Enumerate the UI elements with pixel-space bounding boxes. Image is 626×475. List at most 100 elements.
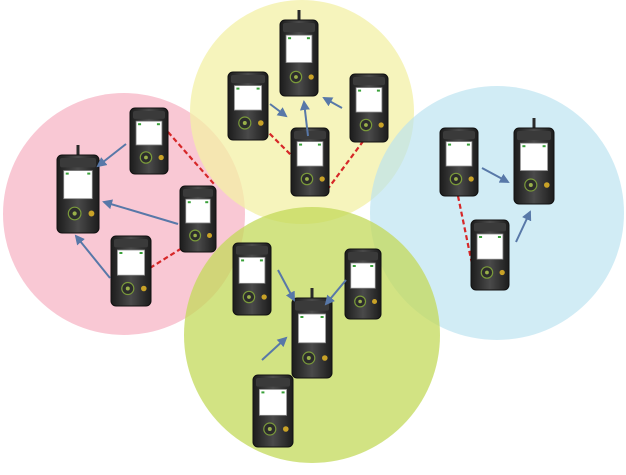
device-key-icon: [308, 74, 314, 80]
device-screen: [297, 313, 326, 344]
device-key-icon: [499, 269, 505, 276]
device-screen: [476, 233, 504, 260]
device-button-center: [193, 233, 197, 238]
status-indicator: [466, 143, 470, 146]
status-indicator: [139, 252, 143, 254]
device-top-band: [114, 239, 148, 248]
device-top-band: [294, 131, 326, 140]
status-indicator: [236, 87, 240, 90]
portable-radio-device-icon: [344, 248, 382, 320]
device-screen: [350, 262, 376, 289]
portable-radio-device-icon: [227, 71, 269, 141]
cluster-head-radio-icon: [56, 145, 100, 234]
antenna-icon: [310, 288, 314, 300]
device-screen: [63, 170, 93, 200]
device-key-icon: [141, 285, 147, 292]
arrow-group: [74, 97, 532, 361]
device-top-band: [256, 378, 290, 387]
status-indicator: [259, 259, 263, 262]
status-indicator: [497, 236, 501, 238]
device-top-band: [236, 246, 268, 255]
device-top-band: [231, 75, 265, 84]
status-indicator: [256, 87, 260, 90]
dashed-link: [149, 247, 183, 269]
device-screen: [355, 87, 383, 113]
cluster-head-radio-icon: [513, 118, 555, 205]
portable-radio-device-icon: [232, 242, 272, 316]
arrow-link: [102, 199, 179, 225]
device-button-center: [364, 123, 368, 127]
status-indicator: [87, 172, 91, 175]
antenna-icon: [532, 118, 536, 130]
device-button-center: [454, 177, 458, 181]
device-button-center: [247, 295, 251, 299]
device-key-icon: [372, 298, 378, 305]
device-key-icon: [158, 154, 164, 161]
device-screen: [238, 256, 266, 284]
arrow-link: [324, 279, 347, 306]
dashed-link-group: [149, 127, 474, 269]
status-indicator: [288, 37, 292, 40]
arrow-link: [74, 234, 111, 279]
device-screen: [258, 388, 287, 416]
device-button-center: [294, 75, 298, 79]
arrow-link: [481, 167, 510, 183]
status-indicator: [299, 143, 303, 146]
status-indicator: [479, 236, 483, 238]
device-top-band: [283, 23, 315, 33]
status-indicator: [542, 145, 546, 148]
device-button-center: [485, 270, 489, 275]
status-indicator: [205, 201, 209, 204]
device-top-band: [443, 131, 475, 140]
dashed-link: [326, 139, 365, 191]
device-button-center: [125, 286, 130, 291]
device-screen: [117, 249, 146, 276]
device-key-icon: [319, 176, 325, 182]
status-indicator: [448, 143, 452, 146]
status-indicator: [376, 89, 380, 92]
device-screen: [520, 142, 549, 171]
device-button-center: [242, 121, 247, 125]
device-key-icon: [207, 232, 213, 239]
status-indicator: [352, 265, 356, 267]
arrow-link: [299, 100, 310, 137]
device-top-band: [60, 158, 96, 168]
status-indicator: [261, 391, 265, 394]
device-key-icon: [544, 182, 550, 188]
cluster-head-radio-icon: [279, 10, 319, 97]
status-indicator: [138, 123, 142, 126]
portable-radio-device-icon: [252, 374, 294, 448]
status-indicator: [370, 265, 374, 267]
device-screen: [296, 141, 324, 167]
device-screen: [285, 34, 313, 63]
status-indicator: [241, 259, 245, 262]
cluster-circle-blue: [370, 86, 624, 340]
portable-radio-device-icon: [129, 107, 169, 175]
device-key-icon: [283, 426, 289, 432]
portable-radio-device-icon: [439, 127, 479, 197]
device-top-band: [348, 252, 378, 261]
status-indicator: [187, 201, 191, 204]
device-top-band: [353, 77, 385, 86]
arrow-link: [269, 103, 288, 118]
device-top-band: [474, 223, 506, 232]
cluster-head-radio-icon: [291, 288, 333, 379]
portable-radio-device-icon: [179, 185, 217, 253]
dashed-link: [167, 131, 215, 185]
device-top-band: [133, 111, 165, 119]
device-key-icon: [468, 176, 474, 182]
device-button-center: [358, 299, 362, 304]
device-key-icon: [88, 210, 95, 217]
arrow-link: [261, 336, 288, 361]
arrow-link: [322, 97, 343, 109]
device-group: [56, 10, 555, 448]
status-indicator: [65, 172, 69, 175]
portable-radio-device-icon: [110, 235, 152, 307]
device-top-band: [517, 131, 551, 141]
device-top-band: [183, 189, 213, 197]
status-indicator: [119, 252, 123, 254]
status-indicator: [156, 123, 160, 126]
device-button-center: [144, 155, 148, 160]
device-button-center: [306, 356, 311, 360]
